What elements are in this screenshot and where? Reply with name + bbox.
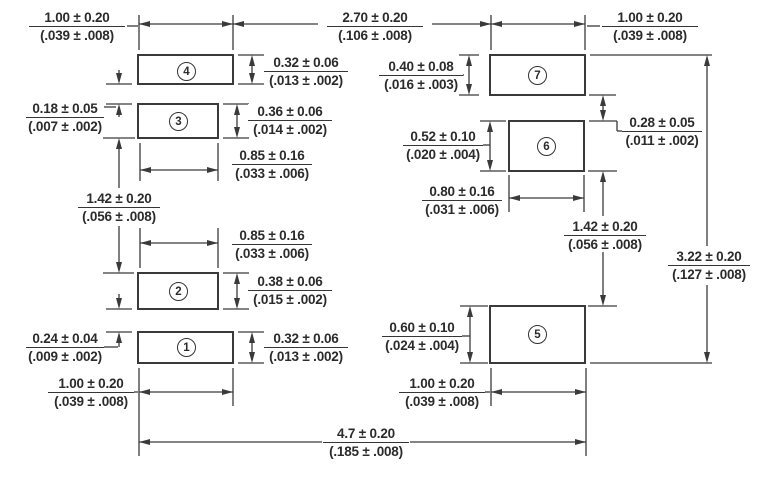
- pad-3-outline: [137, 103, 219, 139]
- dim-gap-pad6-pad7: 0.28 ± 0.05(.011 ± .002): [622, 115, 702, 148]
- pad-4-outline: [137, 54, 234, 85]
- pad-2-number: 2: [169, 282, 188, 301]
- pad-3-number: 3: [169, 112, 188, 131]
- dim-gap-pad1-pad2: 0.24 ± 0.04(.009 ± .002): [26, 331, 104, 364]
- dim-pad7-thickness: 0.40 ± 0.08(.016 ± .003): [379, 59, 463, 92]
- dim-right-span: 3.22 ± 0.20(.127 ± .008): [668, 249, 750, 282]
- dim-total-width: 4.7 ± 0.20(.185 ± .008): [323, 426, 409, 459]
- arrowheads: [116, 21, 710, 445]
- dim-right-pitch: 1.42 ± 0.20(.056 ± .008): [564, 219, 646, 252]
- dim-pad3-thickness: 0.36 ± 0.06(.014 ± .002): [248, 104, 332, 137]
- dim-pad5-width: 1.00 ± 0.20(.039 ± .008): [399, 376, 485, 409]
- pad-1-number: 1: [177, 338, 196, 357]
- dim-pad2-thickness: 0.38 ± 0.06(.015 ± .002): [248, 274, 332, 307]
- dim-top-right-width: 1.00 ± 0.20(.039 ± .008): [602, 10, 698, 43]
- dim-pad4-thickness: 0.32 ± 0.06(.013 ± .002): [264, 55, 348, 88]
- dim-pad6-width: 0.80 ± 0.16(.031 ± .006): [422, 184, 502, 217]
- pad-5-outline: [489, 305, 586, 364]
- dim-gap-pad3-pad4: 0.18 ± 0.05(.007 ± .002): [26, 101, 104, 134]
- pad-1-outline: [137, 331, 234, 364]
- dim-top-center-span: 2.70 ± 0.20(.106 ± .008): [327, 10, 423, 43]
- dim-pad2-width: 0.85 ± 0.16(.033 ± .006): [232, 228, 312, 261]
- pad-6-outline: [508, 120, 585, 172]
- pad-2-outline: [137, 272, 219, 310]
- dim-left-pitch: 1.42 ± 0.20(.056 ± .008): [78, 191, 160, 224]
- dim-pad6-thickness: 0.52 ± 0.10(.020 ± .004): [403, 129, 483, 162]
- dim-pad1-thickness: 0.32 ± 0.06(.013 ± .002): [264, 331, 348, 364]
- pad-4-number: 4: [177, 62, 196, 81]
- pad-7-outline: [489, 54, 586, 96]
- dim-pad1-width: 1.00 ± 0.20(.039 ± .008): [48, 376, 134, 409]
- pad-6-number: 6: [537, 137, 556, 156]
- pad-5-number: 5: [528, 325, 547, 344]
- dim-pad5-thickness: 0.60 ± 0.10(.024 ± .004): [382, 320, 462, 353]
- dim-top-left-width: 1.00 ± 0.20(.039 ± .008): [29, 10, 125, 43]
- pad-7-number: 7: [528, 66, 547, 85]
- dim-pad3-width: 0.85 ± 0.16(.033 ± .006): [232, 148, 312, 181]
